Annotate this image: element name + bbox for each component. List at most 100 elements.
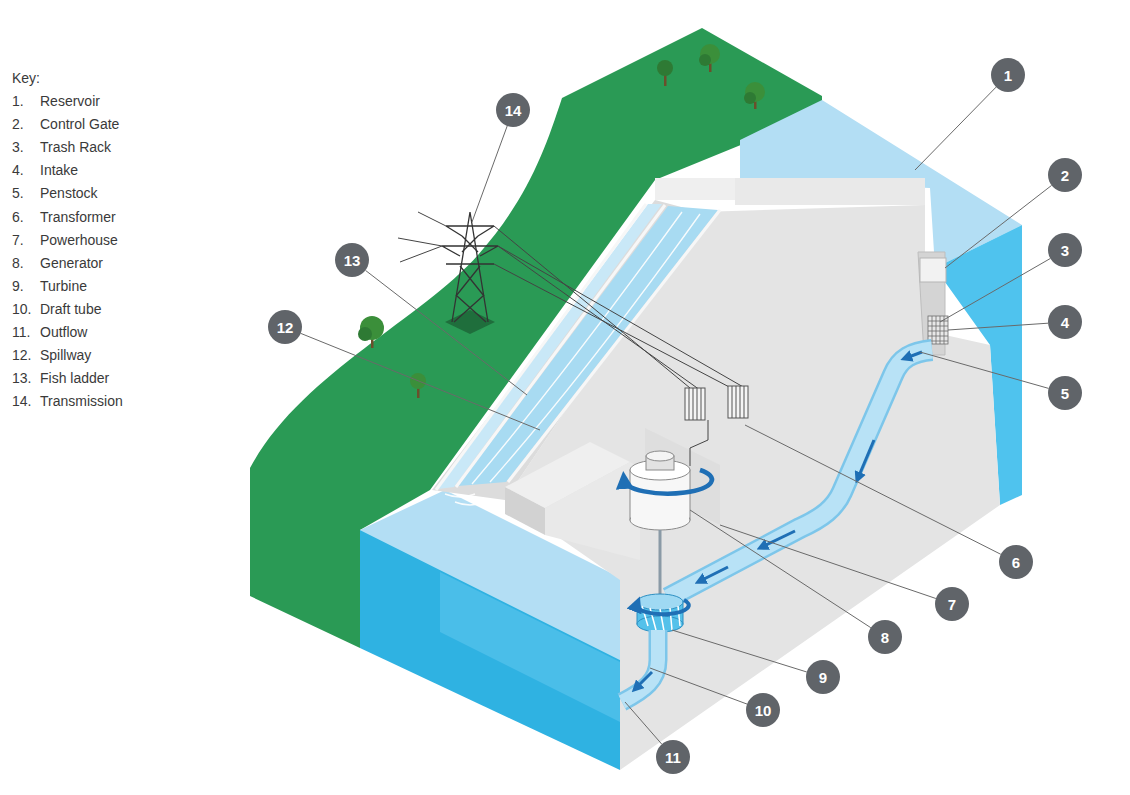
key-number: 10. [12,300,31,318]
callout-number: 6 [1012,555,1020,570]
leader-line [915,87,996,170]
callout-circle: 8 [868,620,902,654]
callout-number: 3 [1061,243,1069,258]
leader-line [720,525,936,599]
transformer-unit [685,388,705,420]
callout-circle: 12 [268,310,302,344]
fish-ladder [438,204,662,489]
callout-number: 10 [755,703,772,718]
callout-number: 13 [344,253,361,268]
key-number: 13. [12,369,31,387]
flow-arrow [700,567,728,581]
key-number: 6. [12,208,24,226]
callout-disc [746,693,780,727]
leader-line [920,352,1049,388]
wall [456,205,665,487]
key-entry: Trash Rack [40,138,111,156]
shaft [659,530,662,600]
key-number: 7. [12,231,24,249]
key-heading: Key: [12,69,40,87]
leader-line [940,259,1050,323]
dam-face [505,205,1000,770]
tailwater-face [360,530,620,770]
callout-disc [335,243,369,277]
key-entry: Generator [40,254,103,272]
key-number: 9. [12,277,24,295]
callout-disc [1048,376,1082,410]
callout-disc [1048,233,1082,267]
dam-crest [655,178,925,205]
key-number: 11. [12,323,30,341]
callout-circle: 10 [746,693,780,727]
leader-line [301,333,540,430]
transformer-fins [732,386,744,418]
key-entry: Penstock [40,184,98,202]
key-entry: Outflow [40,323,87,341]
callout-number: 1 [1004,68,1012,83]
key-number: 2. [12,115,24,133]
callout-number: 9 [819,670,827,685]
callout-disc [268,310,302,344]
leader-line [690,510,871,628]
draft-tube [622,630,658,702]
callout-disc [991,58,1025,92]
callout-number: 11 [665,750,681,765]
trash-rack [928,316,948,344]
callout-number: 12 [277,320,294,335]
callout-disc [1048,305,1082,339]
callout-circle: 3 [1048,233,1082,267]
key-entry: Reservoir [40,92,100,110]
key-entry: Powerhouse [40,231,118,249]
key-entry: Transformer [40,208,116,226]
callout-number: 8 [881,630,889,645]
callout-circle: 7 [935,587,969,621]
leader-lines [301,87,1052,744]
key-number: 3. [12,138,24,156]
flow-arrow [906,352,922,358]
tree-crown [744,92,756,104]
transformer-unit [728,386,748,418]
turbine-blades [642,606,680,631]
powerhouse-block [545,462,640,560]
callout-number: 14 [505,103,522,118]
generator-core-top [646,451,674,461]
callout-disc [868,620,902,654]
tailwater-face-light [440,572,620,722]
callout-circle: 13 [335,243,369,277]
callout-number: 2 [1061,168,1069,183]
callout-number: 4 [1061,315,1069,330]
callout-disc [1048,158,1082,192]
key-number: 12. [12,346,31,364]
generator [624,451,712,530]
callout-circle: 9 [806,660,840,694]
transformer [685,386,748,420]
key-entry: Draft tube [40,300,101,318]
callout-circle: 6 [999,545,1033,579]
leader-line [745,425,1001,554]
tree-crown [358,327,372,341]
power-lines [398,212,745,466]
key-number: 14. [12,392,31,410]
turbine-bottom [637,616,683,632]
transformer-fins [689,388,701,420]
callout-circle: 2 [1048,158,1082,192]
callout-circle: 4 [1048,305,1082,339]
wire [398,212,446,262]
leader-line [625,702,662,744]
key-number: 8. [12,254,24,272]
key-number: 1. [12,92,24,110]
callout-disc [656,740,690,774]
transmission-tower [442,212,498,322]
leader-line [672,630,807,672]
wire [690,420,708,466]
leader-line [650,668,747,704]
rack-grid [928,316,948,344]
rotation-arrow [637,600,689,614]
key-entry: Fish ladder [40,369,109,387]
key-number: 4. [12,161,24,179]
tree-crown [657,60,673,76]
tower-legs [452,212,488,322]
